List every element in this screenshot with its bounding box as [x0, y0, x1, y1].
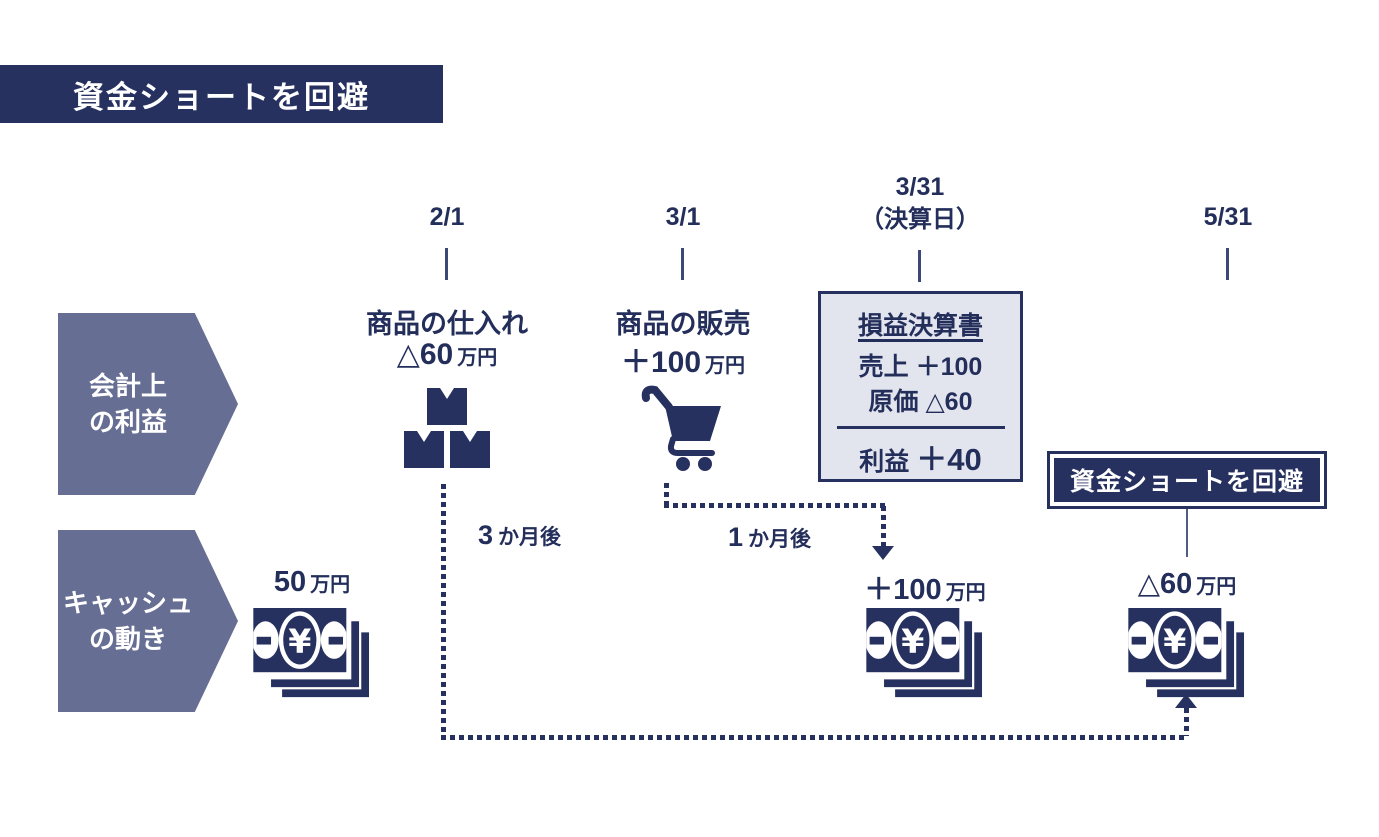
row-label-line: の動き: [88, 624, 167, 654]
pnl-cost-label: 原価: [868, 387, 919, 416]
row-label-line: キャッシュ: [62, 587, 193, 618]
pnl-revenue-label: 売上: [858, 353, 909, 381]
duration-number: 1: [728, 522, 744, 552]
dotted-connector-sale-down: [664, 483, 669, 507]
date-label: 3/1: [665, 203, 701, 231]
row-label-line: 会計上: [88, 370, 167, 401]
pnl-divider: [836, 426, 1005, 429]
sale-title: 商品の販売: [573, 302, 793, 341]
dotted-connector-inflow-down: [881, 506, 886, 546]
yen-bills-icon: [253, 608, 371, 701]
arrowhead-down-icon: [872, 546, 894, 560]
purchase-amount-unit: 万円: [457, 347, 498, 369]
date-label: 3/31: [895, 173, 945, 201]
duration-suffix: か月後: [498, 526, 562, 549]
pnl-revenue-value: ＋100: [915, 353, 983, 381]
shopping-cart-icon: [637, 383, 727, 473]
dotted-connector-bottom: [441, 735, 1188, 740]
pnl-profit-line: 利益 ＋40: [859, 434, 981, 479]
cash-opening-value: 50: [273, 566, 307, 598]
title-banner: 資金ショートを回避: [0, 65, 443, 123]
duration-number: 3: [478, 520, 494, 550]
avoid-shortage-badge: 資金ショートを回避: [1047, 451, 1327, 509]
cash-opening-unit: 万円: [310, 574, 351, 596]
avoid-shortage-badge-label: 資金ショートを回避: [1069, 468, 1304, 496]
row-label-line: の利益: [88, 407, 167, 437]
purchase-title: 商品の仕入れ: [337, 302, 557, 341]
yen-bills-icon: [1128, 608, 1246, 701]
package-boxes-icon: [402, 388, 492, 468]
dotted-connector-purchase-down: [441, 484, 446, 736]
cash-outflow-unit: 万円: [1196, 576, 1237, 598]
sale-amount-unit: 万円: [705, 355, 746, 377]
pnl-cost-line: 原価 △60: [868, 385, 972, 420]
badge-connector-line: [1186, 509, 1188, 557]
pnl-revenue-line: 売上 ＋100: [859, 350, 983, 385]
arrowhead-up-icon: [1175, 694, 1197, 708]
dotted-connector-sale-right: [664, 503, 886, 508]
timeline-date-3-1: 3/1: [633, 203, 733, 232]
page-title: 資金ショートを回避: [73, 79, 370, 115]
purchase-title-text: 商品の仕入れ: [366, 309, 528, 339]
avoid-shortage-badge-inner: 資金ショートを回避: [1054, 458, 1320, 502]
cash-inflow-unit: 万円: [945, 582, 986, 604]
date-label: 5/31: [1203, 203, 1253, 231]
yen-bills-icon: [866, 608, 984, 701]
purchase-amount-value: △60: [396, 338, 454, 371]
date-label: 2/1: [429, 203, 465, 231]
dotted-connector-outflow-up: [1184, 708, 1189, 736]
pnl-statement-panel: 損益決算書 売上 ＋100 原価 △60 利益 ＋40: [818, 291, 1023, 482]
timeline-tick: [1226, 248, 1229, 280]
pnl-profit-label: 利益: [859, 448, 910, 476]
pnl-profit-value: ＋40: [916, 442, 982, 477]
timeline-date-3-31: 3/31 （決算日）: [830, 171, 1010, 235]
pnl-title: 損益決算書: [857, 312, 983, 340]
timeline-tick: [681, 248, 684, 280]
timeline-date-5-31: 5/31: [1178, 203, 1278, 232]
timeline-tick: [918, 250, 921, 282]
timeline-date-2-1: 2/1: [397, 203, 497, 232]
row-label-accounting-profit: 会計上 の利益: [58, 313, 238, 495]
date-sublabel: （決算日）: [860, 205, 980, 233]
duration-suffix: か月後: [748, 528, 812, 551]
sale-amount-value: ＋100: [620, 346, 702, 379]
pnl-cost-value: △60: [925, 387, 973, 416]
timeline-tick: [445, 248, 448, 280]
row-label-cash-movement: キャッシュ の動き: [58, 530, 238, 712]
sale-title-text: 商品の販売: [615, 309, 751, 339]
cash-inflow-value: ＋100: [864, 574, 942, 606]
cash-outflow-value: △60: [1137, 568, 1193, 600]
